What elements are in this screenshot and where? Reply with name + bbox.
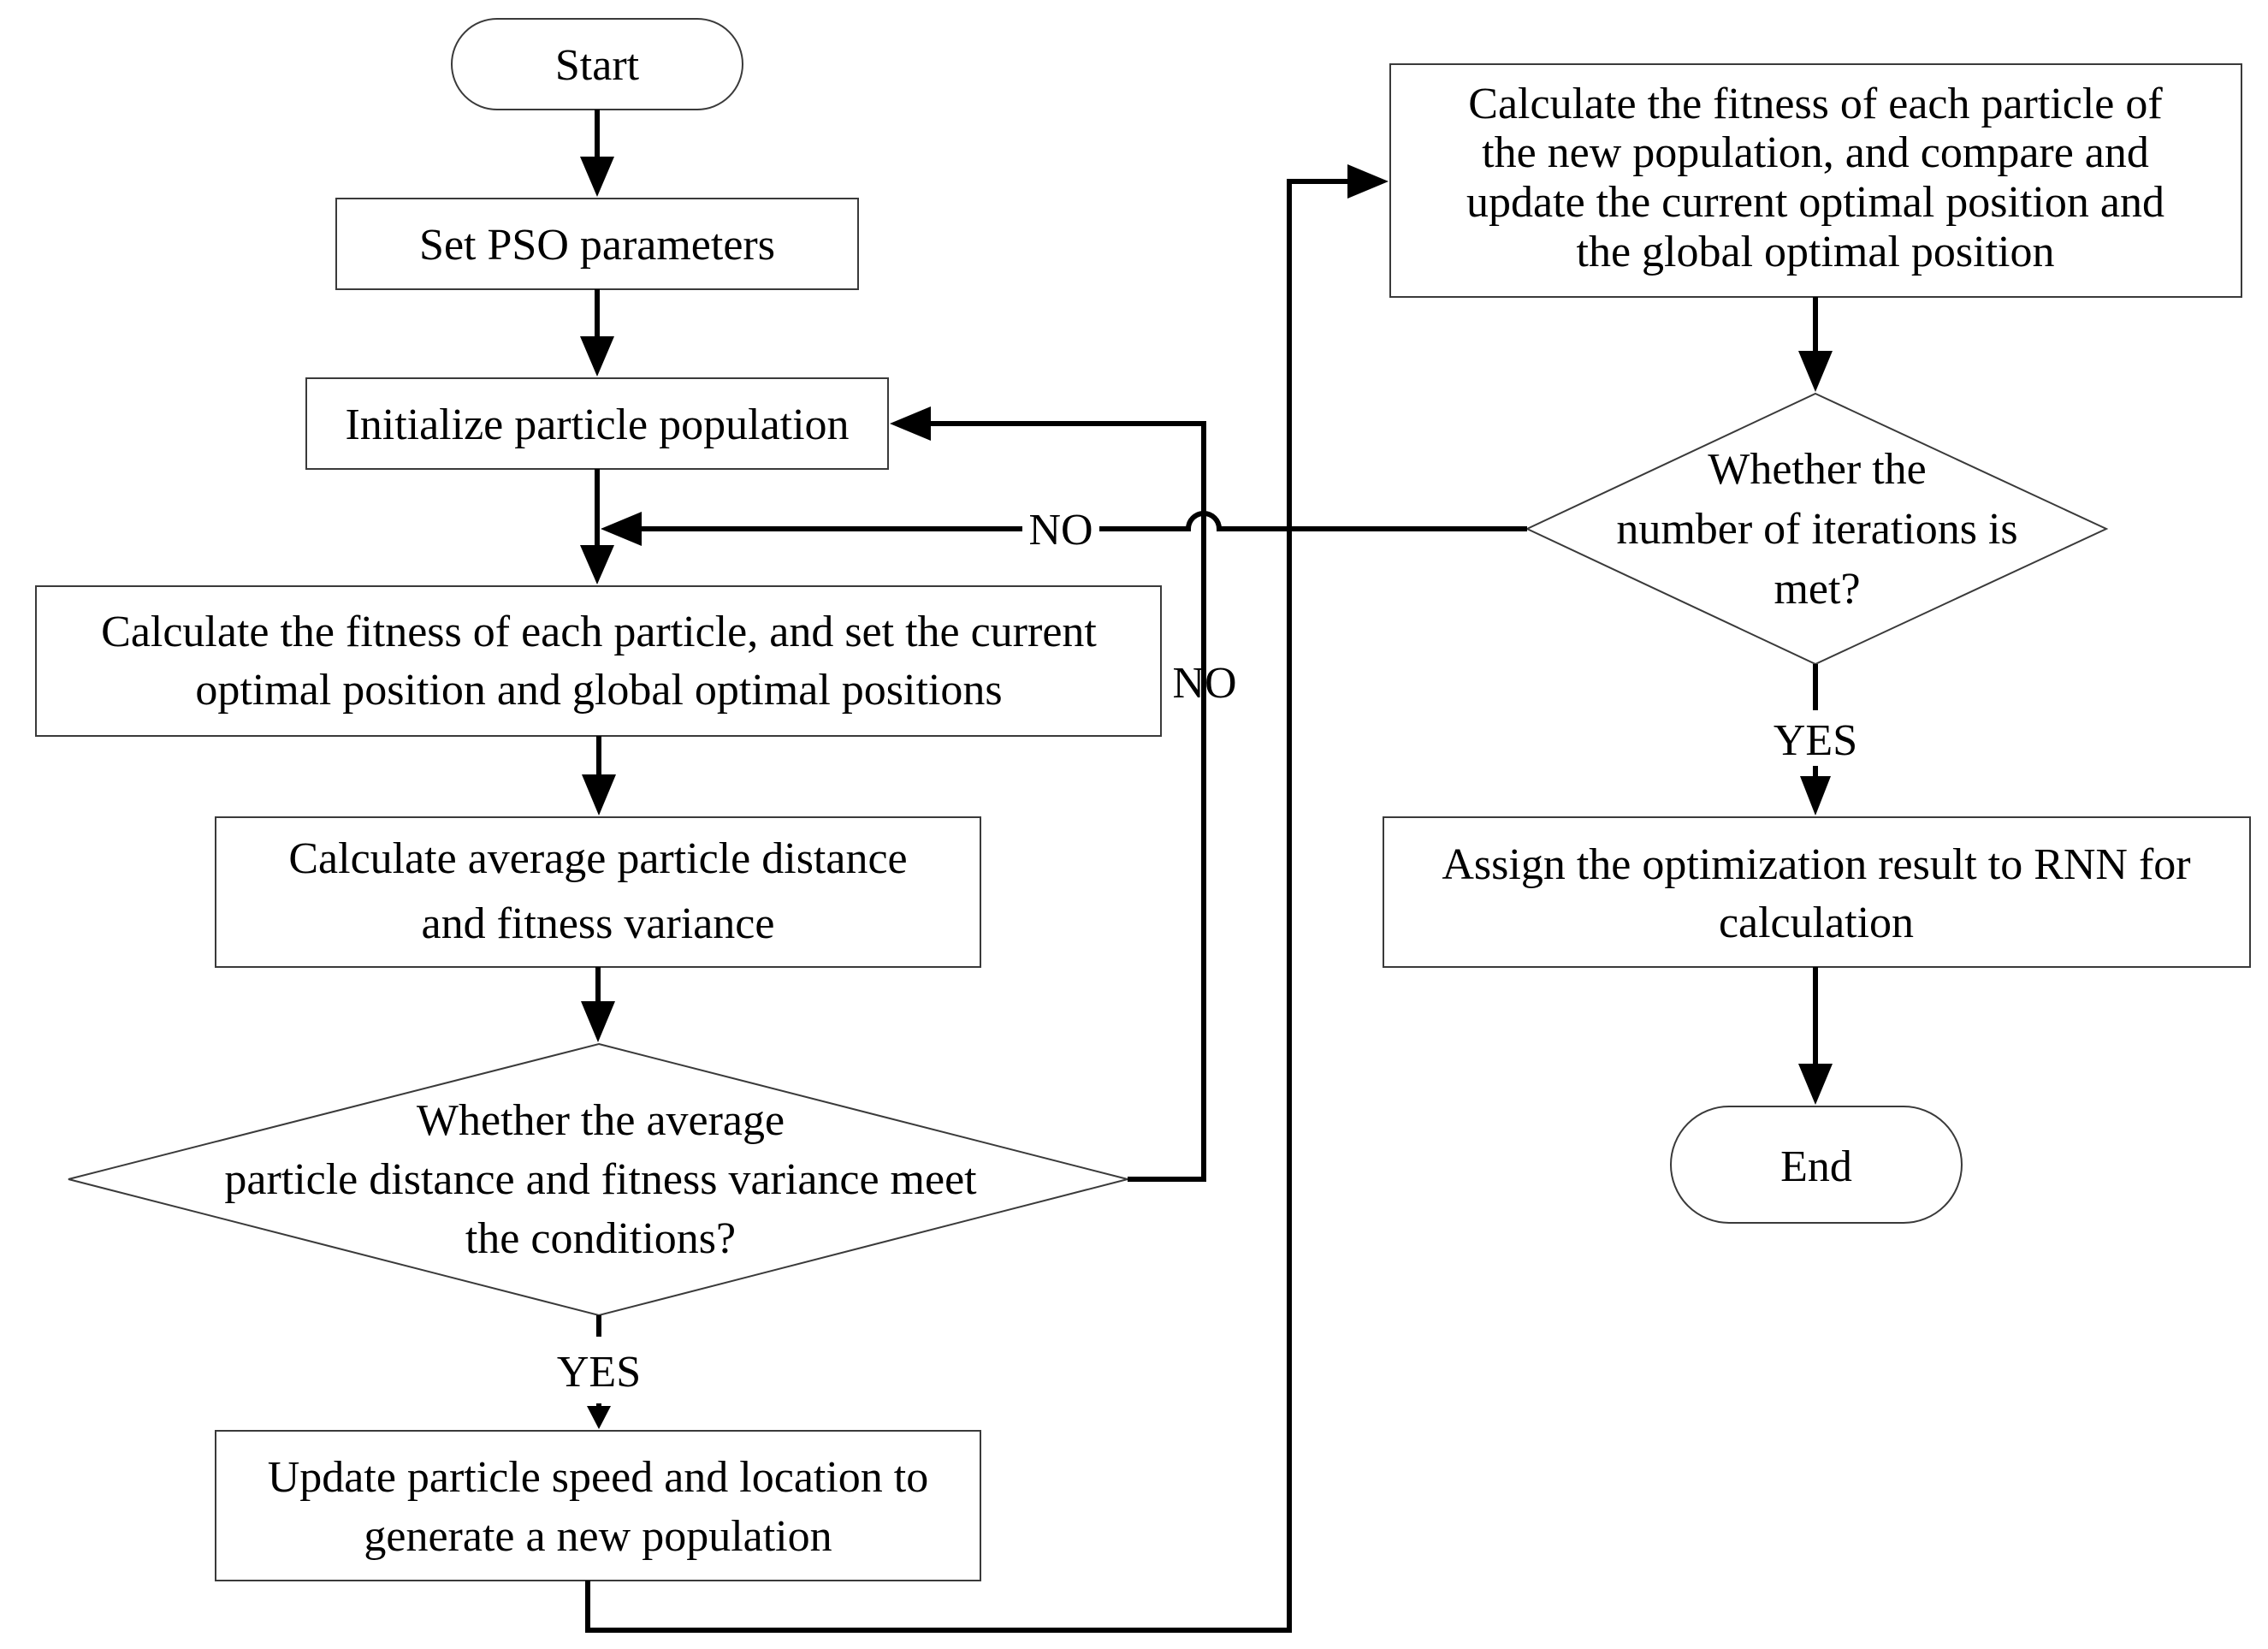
end-terminator: End xyxy=(1670,1106,1963,1224)
arrow-decision-yes-to-update xyxy=(587,1315,611,1429)
start-label: Start xyxy=(555,41,640,90)
edge-label-conditions-yes: YES xyxy=(557,1348,641,1397)
update-particles-box: Update particle speed and location to ge… xyxy=(215,1430,981,1581)
end-label: End xyxy=(1780,1142,1852,1191)
arrow-init-to-fitness xyxy=(580,469,614,584)
decision-iterations-line3: met? xyxy=(1774,565,1860,614)
decision-conditions: Whether the average particle distance an… xyxy=(68,1042,1128,1317)
arrow-distance-to-decision xyxy=(581,967,615,1042)
set-params-box: Set PSO parameters xyxy=(335,198,859,290)
decision-iterations-line1: Whether the xyxy=(1708,445,1927,494)
calc-distance-label-line1: Calculate average particle distance xyxy=(288,834,907,883)
decision-conditions-line2: particle distance and fitness variance m… xyxy=(224,1155,977,1204)
arrow-assign-to-end xyxy=(1798,967,1833,1105)
calc-new-fitness-line2: the new population, and compare and xyxy=(1482,128,2149,177)
calc-distance-box: Calculate average particle distance and … xyxy=(215,816,981,968)
calc-fitness-label-line1: Calculate the fitness of each particle, … xyxy=(101,608,1097,656)
calc-new-fitness-line1: Calculate the fitness of each particle o… xyxy=(1468,80,2163,128)
edge-label-conditions-no: NO xyxy=(1172,659,1236,708)
start-terminator: Start xyxy=(451,18,743,110)
arrow-new-fitness-to-iterations xyxy=(1798,297,1833,392)
arrow-decision-no-to-init xyxy=(890,406,1206,1182)
arrow-iterations-no-to-fitness xyxy=(601,511,1527,546)
calc-new-fitness-line4: the global optimal position xyxy=(1577,228,2055,276)
calc-distance-label-line2: and fitness variance xyxy=(422,899,775,948)
init-population-box: Initialize particle population xyxy=(305,377,889,470)
decision-iterations-line2: number of iterations is xyxy=(1616,505,2017,554)
edge-label-iterations-no: NO xyxy=(1028,506,1093,555)
calc-fitness-label-line2: optimal position and global optimal posi… xyxy=(195,666,1002,715)
update-particles-line1: Update particle speed and location to xyxy=(268,1453,928,1502)
decision-iterations: Whether the number of iterations is met? xyxy=(1525,392,2109,666)
decision-conditions-line3: the conditions? xyxy=(465,1214,736,1263)
assign-result-box: Assign the optimization result to RNN fo… xyxy=(1383,816,2251,968)
update-particles-line2: generate a new population xyxy=(364,1512,832,1561)
decision-conditions-line1: Whether the average xyxy=(417,1096,785,1145)
edge-label-iterations-yes: YES xyxy=(1774,716,1857,765)
arrow-fitness-to-distance xyxy=(582,736,616,816)
arrow-update-to-new-fitness xyxy=(585,164,1389,1633)
assign-result-line2: calculation xyxy=(1719,899,1914,947)
arrow-iterations-yes-to-assign xyxy=(1800,664,1831,816)
calc-fitness-box: Calculate the fitness of each particle, … xyxy=(35,585,1162,737)
arrow-params-to-init xyxy=(580,289,614,377)
set-params-label: Set PSO parameters xyxy=(419,221,775,270)
init-population-label: Initialize particle population xyxy=(345,400,849,449)
calc-new-fitness-line3: update the current optimal position and xyxy=(1466,178,2164,227)
arrow-start-to-params xyxy=(580,110,614,197)
assign-result-line1: Assign the optimization result to RNN fo… xyxy=(1442,840,2190,889)
calc-new-fitness-box: Calculate the fitness of each particle o… xyxy=(1389,63,2242,298)
